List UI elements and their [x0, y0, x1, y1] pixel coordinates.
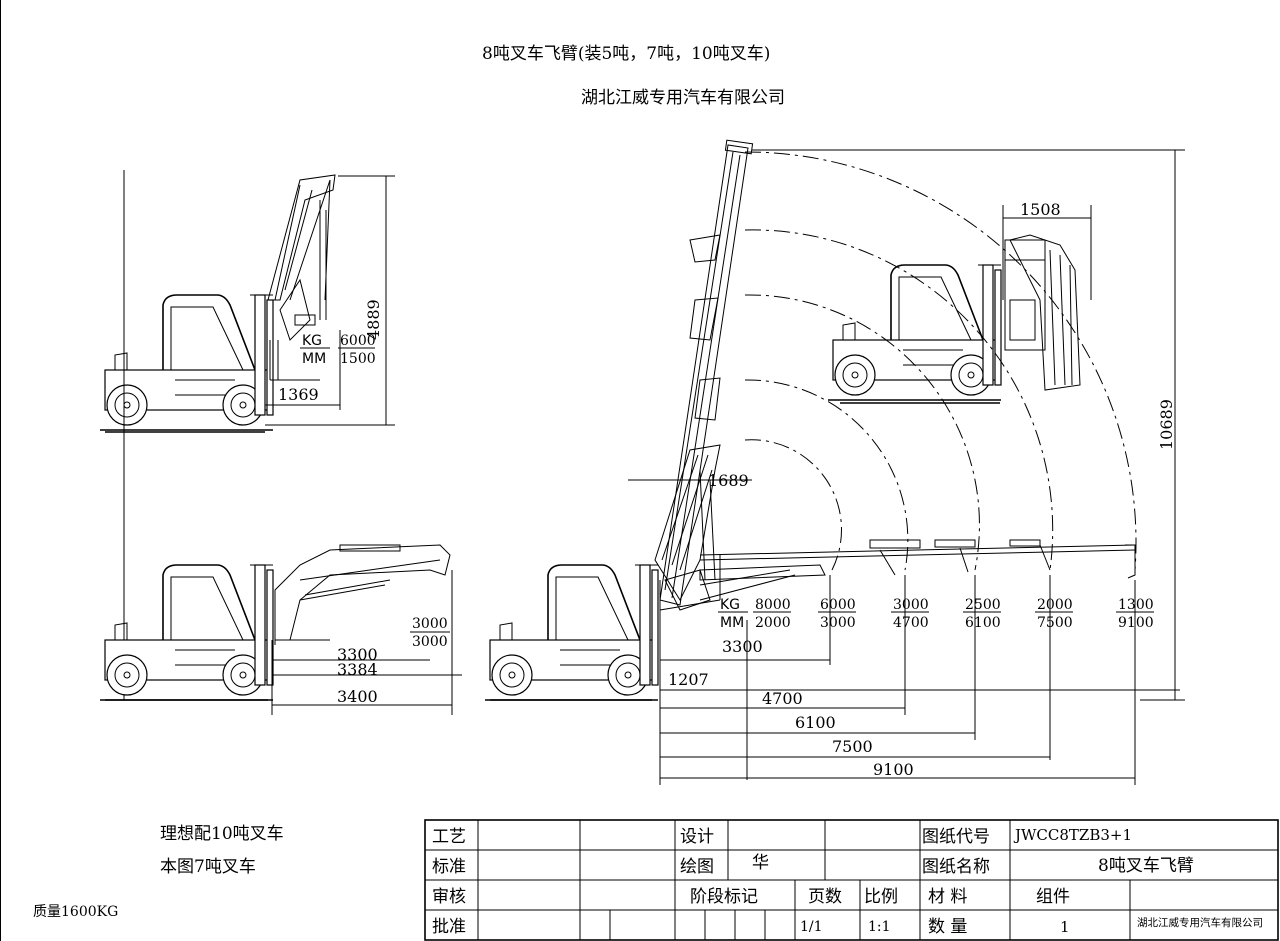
load-mm-5: 9100 — [1118, 615, 1154, 631]
title-block: 工艺 标准 审核 批准 设计 绘图 华 阶段标记 页数 比例 1/1 1:1 图… — [424, 819, 1279, 941]
tb-craft: 工艺 — [432, 827, 466, 847]
load-kg-0: 8000 — [755, 597, 791, 613]
tb-scale-label: 比例 — [864, 887, 898, 907]
tb-material-label: 材 料 — [928, 887, 967, 907]
drawing-title: 8吨叉车飞臂(装5吨，7吨，10吨叉车) — [482, 44, 770, 64]
dim-1207: 1207 — [668, 670, 709, 689]
tb-name-value: 8吨叉车飞臂 — [1098, 856, 1194, 876]
tb-design: 设计 — [680, 827, 714, 847]
tb-pages-value: 1/1 — [800, 919, 823, 935]
crane-stowed — [1004, 234, 1081, 391]
tb-drawing: 绘图 — [680, 857, 714, 877]
load-mm-3: 6100 — [965, 615, 1001, 631]
tb-pages-label: 页数 — [808, 887, 842, 907]
load-kg-4: 2000 — [1037, 597, 1073, 613]
company-header: 湖北江威专用汽车有限公司 — [581, 88, 785, 108]
note-this-drawing: 本图7吨叉车 — [160, 857, 256, 877]
dim-reach-1369: 1369 — [278, 385, 319, 404]
tb-quantity-label: 数 量 — [928, 917, 967, 937]
load-kg-5: 1300 — [1118, 597, 1154, 613]
tb-stage-mark: 阶段标记 — [690, 887, 758, 907]
dim-6100: 6100 — [795, 713, 836, 732]
tb-code-label: 图纸代号 — [922, 827, 990, 847]
dim-9100: 9100 — [873, 760, 914, 779]
tb-name-label: 图纸名称 — [922, 857, 990, 877]
view-bottom-left: 3000 3000 3300 3384 3400 — [99, 544, 462, 715]
load-mm-4: 7500 — [1037, 615, 1073, 631]
view-main: 1689 KG MM 8000 2000 6000 3000 3000 4700 2500 6… — [484, 139, 1185, 785]
tb-drawer: 华 — [752, 853, 769, 873]
dim-3400: 3400 — [337, 687, 378, 706]
dim-width-1508: 1508 — [1020, 200, 1061, 219]
crane-folded — [267, 174, 336, 381]
dim-mast-1689: 1689 — [708, 471, 749, 490]
crane-raised — [654, 139, 754, 611]
dim-3300-left: 3300 — [337, 645, 378, 664]
view-top-left: 4889 KG MM 6000 1500 1369 — [99, 170, 395, 700]
load-mm-1500: 1500 — [340, 351, 376, 367]
tb-review: 审核 — [432, 887, 466, 907]
load-kg-2: 3000 — [893, 597, 929, 613]
crane-horizontal — [274, 544, 451, 645]
load-mm-0: 2000 — [755, 615, 791, 631]
dim-3384: 3384 — [337, 660, 378, 679]
tb-scale-value: 1:1 — [868, 919, 891, 935]
load-kg-6000: 6000 — [340, 333, 376, 349]
load-kg-3: 2500 — [965, 597, 1001, 613]
load-kg-1: 6000 — [820, 597, 856, 613]
dim-height-10689: 10689 — [1157, 399, 1176, 450]
working-radius-arcs — [744, 151, 1137, 571]
note-ideal: 理想配10吨叉车 — [160, 824, 284, 844]
mm-label-main: MM — [720, 615, 744, 631]
dim-4700: 4700 — [762, 689, 803, 708]
crane-extended — [659, 539, 1136, 611]
tb-approve: 批准 — [432, 917, 466, 937]
load-mm-3000: 3000 — [412, 634, 448, 650]
tb-code-value: JWCC8TZB3+1 — [1013, 826, 1132, 844]
load-kg-3000: 3000 — [412, 616, 448, 632]
tb-company: 湖北江威专用汽车有限公司 — [1137, 916, 1263, 929]
load-mm-1: 3000 — [820, 615, 856, 631]
load-mm-2: 4700 — [893, 615, 929, 631]
dim-height-4889: 4889 — [364, 299, 383, 340]
view-top-right: 1508 — [827, 200, 1092, 404]
tb-standard: 标准 — [432, 857, 466, 877]
dim-3300-main: 3300 — [722, 637, 763, 656]
mm-label: MM — [302, 351, 326, 367]
kg-label-main: KG — [720, 597, 740, 613]
kg-label: KG — [302, 333, 322, 349]
dim-7500: 7500 — [832, 737, 873, 756]
tb-quantity-value: 1 — [1060, 918, 1070, 936]
load-table: KG MM 8000 2000 6000 3000 3000 4700 2500 6100 20… — [718, 597, 1154, 631]
note-mass: 质量1600KG — [33, 904, 118, 920]
tb-material-value: 组件 — [1036, 887, 1070, 907]
